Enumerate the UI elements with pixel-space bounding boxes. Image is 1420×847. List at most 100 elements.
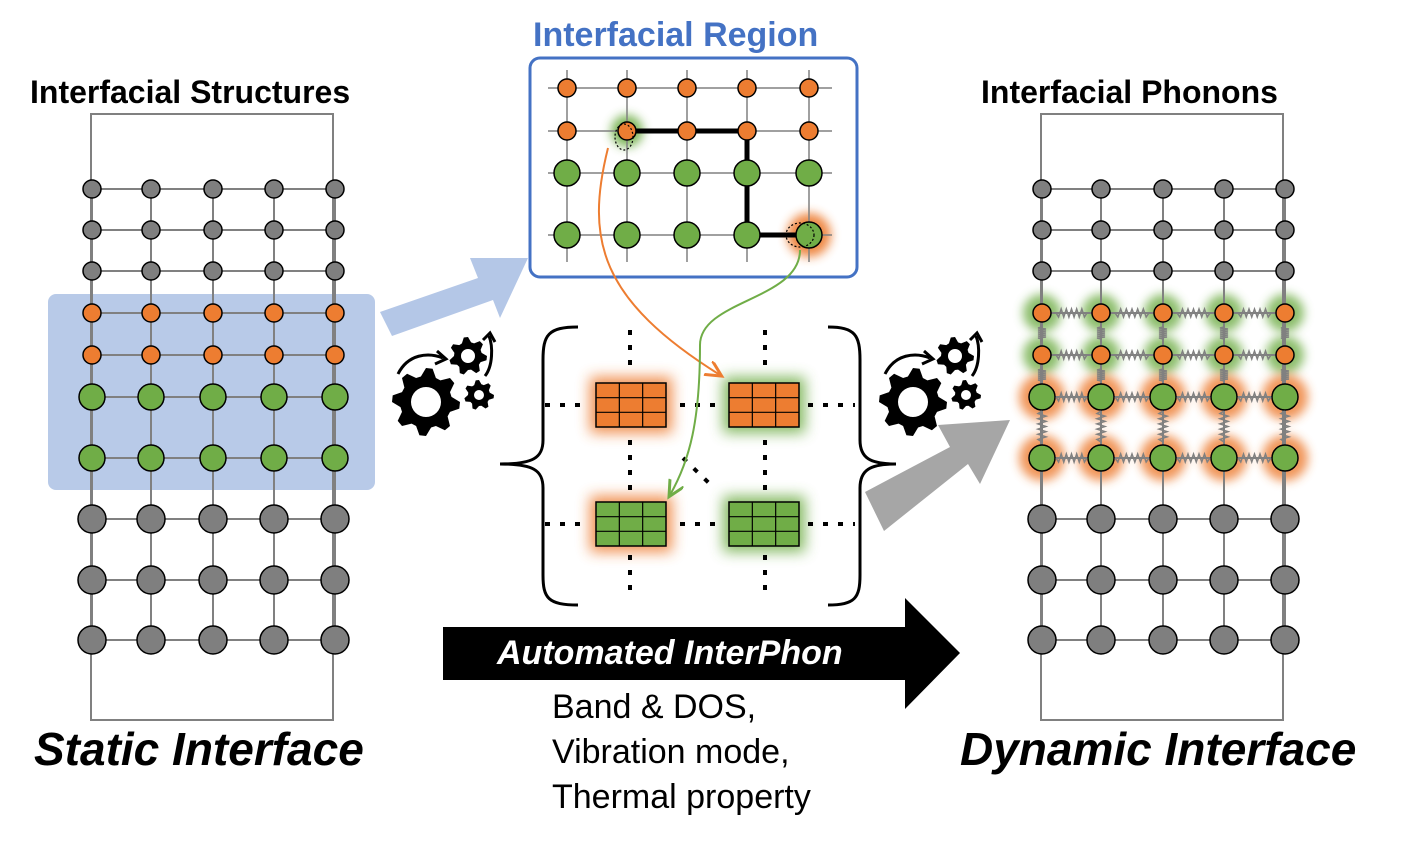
static-slab-atom: [198, 625, 228, 655]
left-gear-cluster-medium-gear-icon: [449, 337, 487, 375]
dynamic-slab-atom: [1091, 220, 1111, 240]
dynamic-slab-atom: [1153, 179, 1173, 199]
static-slab-atom: [264, 220, 284, 240]
dynamic-slab-spring-icon: [1055, 306, 1088, 320]
dynamic-slab-atom: [1091, 345, 1111, 365]
dynamic-slab-atom: [1032, 303, 1052, 323]
dynamic-slab-atom: [1091, 303, 1111, 323]
static-slab-atom: [82, 179, 102, 199]
dynamic-slab-spring-icon: [1114, 451, 1150, 465]
dynamic-slab-atom: [1032, 220, 1052, 240]
region-panel-title: Interfacial Region: [533, 16, 819, 54]
dynamic-slab-spring-icon: [1037, 368, 1047, 382]
dynamic-slab-atom: [1275, 220, 1295, 240]
dynamic-slab-atom: [1027, 625, 1057, 655]
matrix-block-oo: [595, 382, 667, 428]
dynamic-slab-spring-icon: [1037, 326, 1047, 340]
left-gear-cluster-large-gear-icon: [392, 368, 460, 436]
dynamic-slab-atom: [1214, 345, 1234, 365]
dynamic-slab-spring-icon: [1176, 348, 1211, 362]
blue-fat-arrow-icon: [380, 258, 528, 336]
region-atom: [617, 78, 637, 98]
region-atom: [677, 78, 697, 98]
dynamic-slab-spring-icon: [1114, 348, 1150, 362]
dynamic-slab-spring-icon: [1158, 326, 1168, 340]
static-slab-atom: [199, 383, 227, 411]
dynamic-slab-atom: [1028, 383, 1056, 411]
right-curly-brace-icon: [827, 325, 897, 607]
dynamic-slab-spring-icon: [1237, 306, 1272, 320]
dynamic-slab-atom: [1087, 444, 1115, 472]
dynamic-slab-spring-icon: [1096, 368, 1106, 382]
region-atom: [799, 78, 819, 98]
right-gear-cluster-small-gear-icon: [951, 380, 981, 410]
dynamic-slab-spring-icon: [1158, 368, 1168, 382]
static-slab-atom: [259, 565, 289, 595]
dynamic-slab-spring-icon: [1114, 390, 1150, 404]
right-gear-cluster-medium-gear-icon: [936, 337, 974, 375]
right-panel-heading: Interfacial Phonons: [981, 74, 1278, 110]
dynamic-slab-atom: [1153, 261, 1173, 281]
static-slab-atom: [82, 220, 102, 240]
static-slab-atom: [325, 220, 345, 240]
dynamic-slab-atom: [1270, 504, 1300, 534]
static-slab-atom: [136, 625, 166, 655]
dynamic-slab-atom: [1153, 345, 1173, 365]
static-slab-atom: [264, 179, 284, 199]
matrix-block-gg: [728, 501, 800, 547]
dynamic-slab-atom: [1149, 383, 1177, 411]
matrix-block-og: [728, 382, 800, 428]
dynamic-slab-atom: [1091, 261, 1111, 281]
region-atom: [617, 121, 637, 141]
static-slab-atom: [321, 383, 349, 411]
dynamic-slab-atom: [1275, 261, 1295, 281]
static-slab-atom: [77, 625, 107, 655]
dynamic-slab-spring-icon: [1237, 390, 1272, 404]
region-atom: [733, 159, 761, 187]
dynamic-slab-spring-icon: [1176, 451, 1211, 465]
static-slab-atom: [260, 444, 288, 472]
static-slab-atom: [137, 383, 165, 411]
dynamic-slab-atom: [1086, 625, 1116, 655]
dynamic-slab-atom: [1275, 179, 1295, 199]
static-slab-atom: [320, 504, 350, 534]
region-atom: [733, 221, 761, 249]
static-slab-atom: [82, 261, 102, 281]
dynamic-slab-spring-icon: [1237, 451, 1272, 465]
static-slab-atom: [78, 383, 106, 411]
dynamic-slab-spring-icon: [1176, 390, 1211, 404]
dynamic-slab-spring-icon: [1278, 410, 1292, 443]
dynamic-slab-spring-icon: [1237, 348, 1272, 362]
region-atom: [557, 78, 577, 98]
workflow-banner-arrow: [443, 598, 960, 709]
static-slab-atom: [264, 345, 284, 365]
region-atom: [613, 159, 641, 187]
static-slab-atom: [264, 303, 284, 323]
dynamic-slab-atom: [1032, 179, 1052, 199]
left-gear-cluster-small-gear-icon: [464, 380, 494, 410]
static-slab-atom: [136, 504, 166, 534]
static-slab-atom: [325, 303, 345, 323]
static-slab-atom: [137, 444, 165, 472]
dynamic-slab-spring-icon: [1055, 390, 1088, 404]
static-slab-atom: [141, 303, 161, 323]
region-atom: [673, 159, 701, 187]
dynamic-slab-atom: [1086, 565, 1116, 595]
dynamic-slab-spring-icon: [1035, 410, 1049, 443]
workflow-output-2: Vibration mode,: [552, 733, 790, 771]
dynamic-slab-atom: [1032, 345, 1052, 365]
dynamic-slab-atom: [1270, 625, 1300, 655]
orange-connector-arrow: [598, 147, 720, 375]
static-slab-atom: [82, 303, 102, 323]
left-panel-heading: Interfacial Structures: [30, 74, 351, 110]
dynamic-slab-atom: [1148, 565, 1178, 595]
dynamic-slab-atom: [1153, 303, 1173, 323]
static-slab-atom: [259, 625, 289, 655]
workflow-output-3: Thermal property: [552, 778, 811, 816]
region-atom: [557, 121, 577, 141]
dynamic-slab-atom: [1153, 220, 1173, 240]
left-gear-cluster-rotation-arrow-head: [481, 330, 497, 343]
region-atom: [677, 121, 697, 141]
region-atom: [553, 159, 581, 187]
